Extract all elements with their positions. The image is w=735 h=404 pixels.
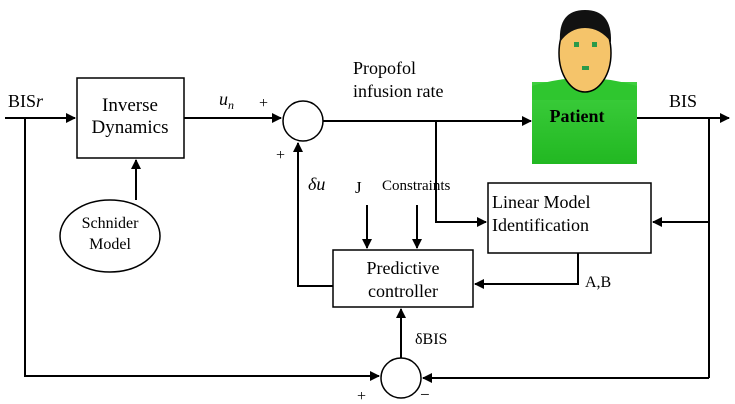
bis-output-label: BIS (669, 91, 697, 111)
propofol-label-2: infusion rate (353, 81, 443, 101)
sum2-left-sign: + (357, 388, 366, 404)
du-to-sum1-arrow (293, 142, 333, 287)
dbis-label: δBIS (415, 331, 447, 348)
summing-junction-2 (380, 357, 422, 399)
schnider-label-1: Schnider (82, 215, 140, 232)
linear-model-identification-block (487, 182, 652, 254)
patient-right-eye (592, 42, 597, 47)
patient-left-eye (574, 42, 579, 47)
predictive-controller-block (332, 249, 474, 308)
sum1-left-sign: + (276, 147, 285, 164)
bisr-label: BISr (8, 91, 44, 111)
un-label: un (219, 89, 234, 112)
predictive-label-1: Predictive (367, 258, 440, 278)
sum2-right-sign: − (420, 385, 430, 404)
constraints-label: Constraints (382, 178, 450, 194)
inverse-dynamics-label-2: Dynamics (91, 117, 168, 138)
input-to-lmi-arrow (435, 121, 487, 227)
patient-label: Patient (550, 106, 605, 126)
inverse-dynamics-label-1: Inverse (102, 95, 158, 116)
du-label: δu (308, 174, 325, 194)
sum1-top-sign: + (259, 95, 268, 112)
patient-figure: Patient (532, 10, 637, 164)
schnider-label-2: Model (89, 236, 131, 253)
ab-label: A,B (585, 274, 611, 291)
bisr-to-sum2-arrow (24, 118, 380, 381)
predictive-label-2: controller (368, 281, 438, 301)
inverse-dynamics-block (76, 77, 185, 159)
schnider-model-ellipse (59, 199, 161, 273)
patient-hair (559, 10, 612, 42)
lmi-label-1: Linear Model (492, 192, 590, 212)
summing-junction-1 (282, 100, 324, 142)
ab-to-controller-arrow (474, 253, 579, 289)
patient-mouth (582, 66, 589, 70)
lmi-label-2: Identification (492, 215, 589, 235)
propofol-label-1: Propofol (353, 58, 416, 78)
j-label: J (355, 178, 362, 197)
